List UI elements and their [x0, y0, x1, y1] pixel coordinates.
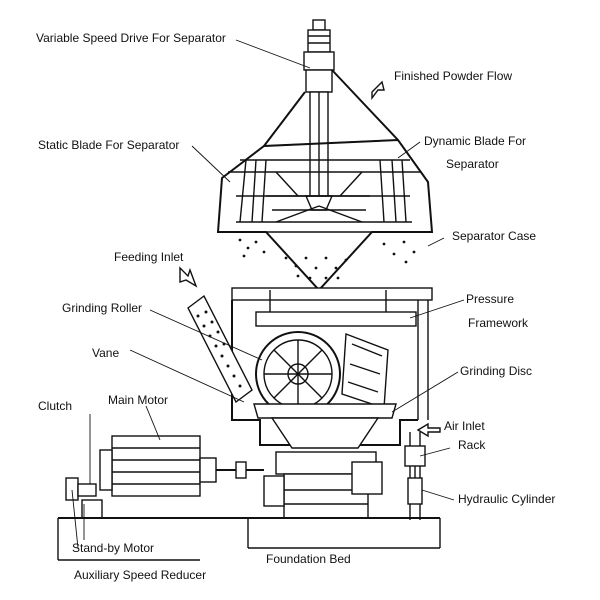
label-hydraulic-cylinder: Hydraulic Cylinder — [458, 492, 556, 506]
label-auxiliary-speed-reducer: Auxiliary Speed Reducer — [74, 568, 207, 582]
label-vane: Vane — [92, 346, 120, 360]
feeding-inlet-arrow-icon — [179, 266, 198, 288]
feeding-chute — [187, 294, 253, 404]
finished-powder-arrow-icon — [371, 80, 385, 101]
label-air-inlet: Air Inlet — [444, 419, 485, 433]
label-dynamic-blade-line1: Dynamic Blade For — [424, 134, 527, 148]
clutch — [65, 477, 97, 501]
label-grinding-roller: Grinding Roller — [62, 301, 143, 315]
label-main-motor: Main Motor — [108, 393, 169, 407]
label-foundation-bed: Foundation Bed — [266, 552, 351, 566]
label-variable-speed-drive: Variable Speed Drive For Separator — [36, 31, 226, 45]
foundation-bed — [57, 517, 441, 561]
variable-speed-drive — [303, 19, 335, 93]
label-pressure-line1: Pressure — [466, 292, 515, 306]
standby-motor — [81, 499, 103, 519]
label-rack: Rack — [458, 438, 486, 452]
gear-reducer — [263, 451, 383, 519]
air-inlet-arrow-icon — [416, 422, 441, 438]
label-finished-powder-flow: Finished Powder Flow — [394, 69, 513, 83]
grinding-roller-right — [341, 333, 389, 409]
rack — [404, 432, 426, 520]
label-grinding-disc: Grinding Disc — [460, 364, 533, 378]
separator-case — [216, 138, 434, 292]
main-motor — [99, 435, 264, 497]
separator-shaft — [304, 91, 334, 211]
pressure-framework — [231, 287, 433, 420]
grinding-disc — [253, 403, 397, 449]
hydraulic-cylinder — [407, 466, 423, 505]
label-static-blade: Static Blade For Separator — [38, 138, 180, 152]
label-feeding-inlet: Feeding Inlet — [114, 250, 184, 264]
label-separator-case: Separator Case — [452, 229, 537, 243]
label-clutch: Clutch — [38, 399, 73, 413]
label-dynamic-blade-line2: Separator — [446, 157, 499, 171]
label-pressure-line2: Framework — [468, 316, 529, 330]
label-standby-motor: Stand-by Motor — [72, 541, 155, 555]
leader-lines — [71, 39, 465, 549]
